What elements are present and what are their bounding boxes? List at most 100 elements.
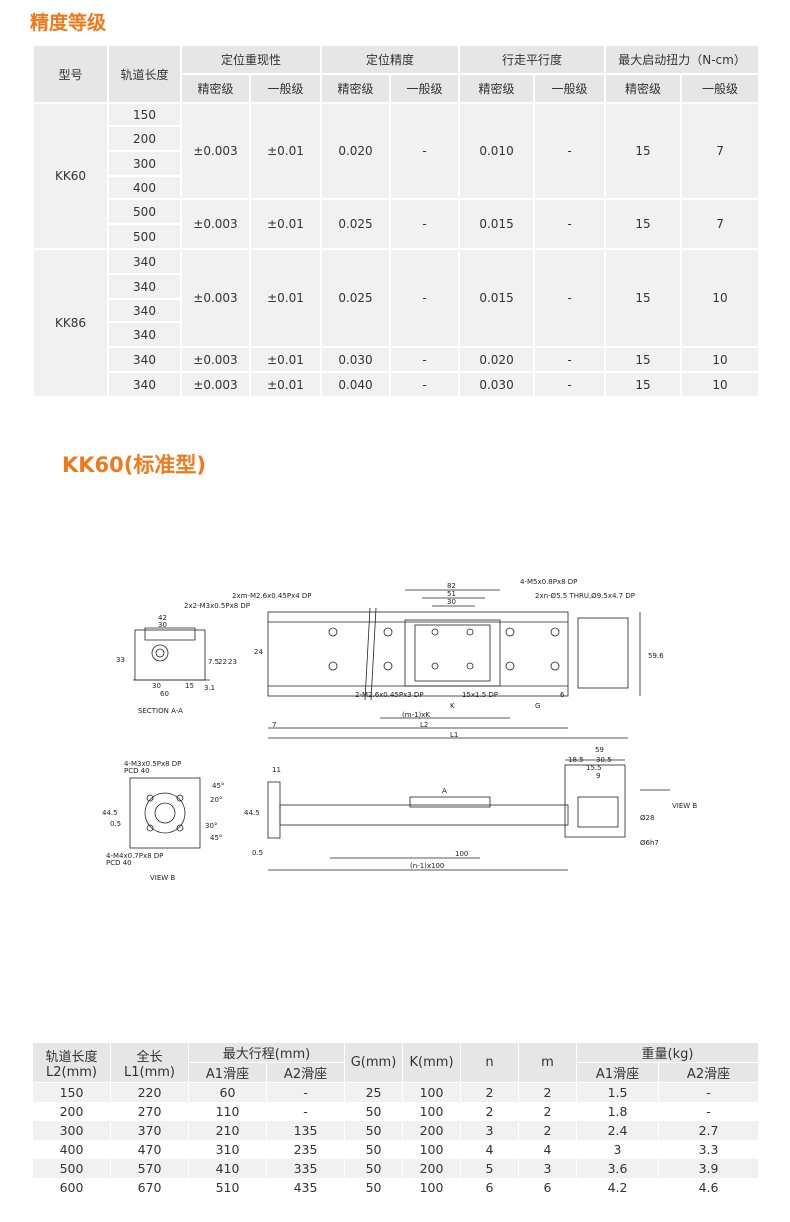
dim-label: 6 bbox=[560, 691, 565, 699]
table-cell: 200 bbox=[402, 1121, 462, 1140]
dim-label: L2 bbox=[420, 721, 428, 729]
torque-precision: 15 bbox=[604, 346, 683, 373]
torque-normal: 10 bbox=[680, 248, 761, 348]
parallel-normal: - bbox=[533, 346, 607, 373]
dim-label: 4-M5x0.8Px8 DP bbox=[520, 578, 577, 586]
table-cell: 110 bbox=[188, 1102, 267, 1121]
table-cell: - bbox=[658, 1102, 760, 1121]
dim-label: 82 bbox=[447, 582, 456, 590]
table-cell: 3 bbox=[518, 1159, 578, 1178]
dim-label: 33 bbox=[116, 656, 125, 664]
table-cell: 60 bbox=[188, 1082, 267, 1102]
header-total-length: 全长 L1(mm) bbox=[110, 1042, 189, 1083]
table-cell: 335 bbox=[265, 1159, 346, 1178]
table-cell: 570 bbox=[110, 1159, 189, 1178]
dim-label: 60 bbox=[160, 690, 169, 698]
torque-precision: 15 bbox=[604, 371, 683, 398]
table-cell: 2.4 bbox=[576, 1121, 660, 1140]
table-cell: 5 bbox=[460, 1159, 520, 1178]
header-n: n bbox=[460, 1042, 520, 1083]
side-view-rail bbox=[279, 804, 569, 826]
precision-spec-table: 型号 轨道长度 定位重现性 定位精度 行走平行度 最大启动扭力（N-cm） 精密… bbox=[32, 44, 761, 398]
torque-normal: 10 bbox=[680, 346, 761, 373]
header-a1: A1滑座 bbox=[188, 1062, 267, 1083]
table-cell: 435 bbox=[265, 1178, 346, 1197]
table-cell: 50 bbox=[344, 1140, 404, 1159]
accuracy-precision: 0.040 bbox=[320, 371, 392, 398]
header-precision: 精密级 bbox=[180, 73, 251, 104]
dim-label: 30 bbox=[158, 621, 167, 629]
dim-label: Ø28 bbox=[640, 814, 654, 822]
rail-length-cell: 150 bbox=[107, 102, 182, 127]
table-cell: 4.6 bbox=[658, 1178, 760, 1197]
header-normal: 一般级 bbox=[389, 73, 461, 104]
header-total-text: 全长 bbox=[136, 1049, 163, 1065]
dim-label: A bbox=[442, 787, 447, 795]
rail-length-cell: 340 bbox=[107, 371, 182, 398]
accuracy-precision: 0.025 bbox=[320, 198, 392, 250]
table-cell: 410 bbox=[188, 1159, 267, 1178]
dim-label: 4-M4x0.7Px8 DP bbox=[106, 852, 163, 860]
table-cell: 3.9 bbox=[658, 1159, 760, 1178]
top-view-block bbox=[404, 619, 501, 687]
table-cell: 50 bbox=[344, 1178, 404, 1197]
dim-label: 15 bbox=[185, 682, 194, 690]
header-stroke: 最大行程(mm) bbox=[187, 1042, 346, 1063]
section-label: SECTION A-A bbox=[138, 707, 183, 715]
repeat-precision: ±0.003 bbox=[180, 198, 251, 250]
view-b-flange bbox=[129, 777, 201, 849]
model-cell: KK60 bbox=[32, 102, 109, 250]
dim-label: 51 bbox=[447, 590, 456, 598]
header-torque: 最大启动扭力（N-cm） bbox=[604, 44, 761, 75]
header-rail-length: 轨道长度 L2(mm) bbox=[32, 1042, 111, 1083]
dim-label: 59.6 bbox=[648, 652, 664, 660]
torque-normal: 10 bbox=[680, 371, 761, 398]
header-normal: 一般级 bbox=[533, 73, 607, 104]
header-rail-unit: L2(mm) bbox=[46, 1064, 97, 1080]
table-cell: 400 bbox=[32, 1140, 111, 1159]
dim-label: 3.1 bbox=[204, 684, 215, 692]
header-precision: 精密级 bbox=[458, 73, 536, 104]
side-view-motor bbox=[564, 764, 626, 838]
header-model: 型号 bbox=[32, 44, 109, 104]
accuracy-normal: - bbox=[389, 371, 461, 398]
parallel-normal: - bbox=[533, 198, 607, 250]
header-k: K(mm) bbox=[402, 1042, 462, 1083]
section-aa-body bbox=[134, 629, 206, 681]
table-cell: 3.3 bbox=[658, 1140, 760, 1159]
view-label: VIEW B bbox=[150, 874, 175, 882]
accuracy-normal: - bbox=[389, 198, 461, 250]
header-weight: 重量(kg) bbox=[576, 1042, 760, 1063]
table-cell: 6 bbox=[518, 1178, 578, 1197]
dim-label: 30.5 bbox=[596, 756, 612, 764]
table-cell: 50 bbox=[344, 1159, 404, 1178]
table-cell: 50 bbox=[344, 1121, 404, 1140]
repeat-precision: ±0.003 bbox=[180, 102, 251, 200]
table-cell: 100 bbox=[402, 1140, 462, 1159]
table-cell: 100 bbox=[402, 1102, 462, 1121]
table-cell: 2 bbox=[518, 1082, 578, 1102]
header-precision: 精密级 bbox=[320, 73, 392, 104]
dim-label: 30° bbox=[205, 822, 217, 830]
rail-length-cell: 200 bbox=[107, 125, 182, 152]
table-cell: 235 bbox=[265, 1140, 346, 1159]
dim-label: 7.5 bbox=[208, 658, 219, 666]
header-a2: A2滑座 bbox=[265, 1062, 346, 1083]
table-cell: 25 bbox=[344, 1082, 404, 1102]
header-g: G(mm) bbox=[344, 1042, 404, 1083]
table-cell: 370 bbox=[110, 1121, 189, 1140]
table-cell: 200 bbox=[402, 1159, 462, 1178]
accuracy-precision: 0.020 bbox=[320, 102, 392, 200]
parallel-precision: 0.010 bbox=[458, 102, 536, 200]
header-repeatability: 定位重现性 bbox=[179, 44, 323, 75]
dim-label: (n-1)x100 bbox=[410, 862, 444, 870]
dim-label: G bbox=[535, 702, 540, 710]
table-cell: 470 bbox=[110, 1140, 189, 1159]
parallel-normal: - bbox=[533, 371, 607, 398]
dim-label: 42 bbox=[158, 614, 167, 622]
table-cell: 200 bbox=[32, 1102, 111, 1121]
